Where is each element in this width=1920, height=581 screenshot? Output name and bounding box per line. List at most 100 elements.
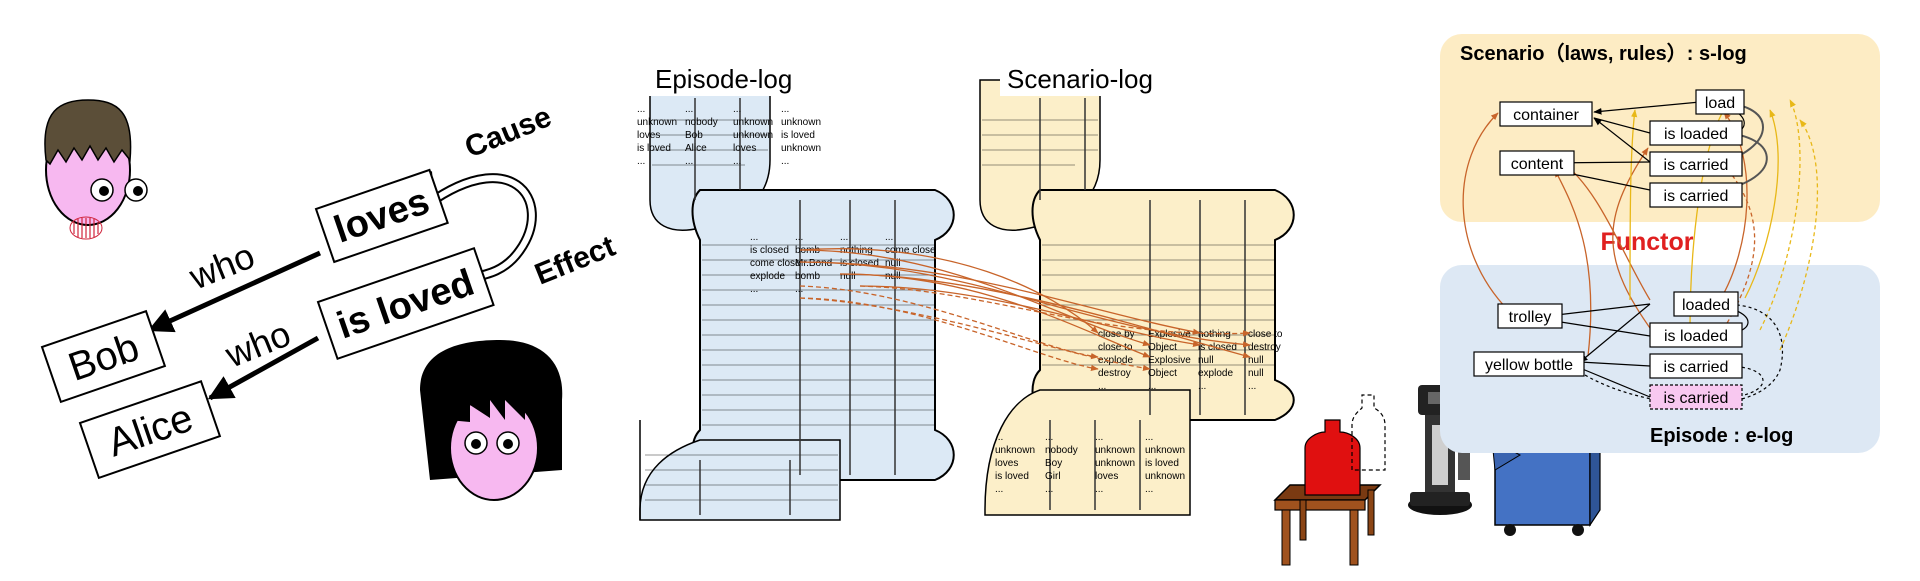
bob-box: Bob bbox=[40, 309, 167, 404]
table-cell: loves bbox=[1095, 471, 1118, 482]
table-cell: bomb bbox=[795, 271, 820, 282]
s-node-is-loaded: is loaded bbox=[1649, 120, 1743, 146]
table-cell: ... bbox=[995, 432, 1003, 443]
table-cell: nobody bbox=[1045, 445, 1078, 456]
svg-text:is loaded: is loaded bbox=[1664, 126, 1728, 143]
who-label-bottom: who bbox=[219, 313, 297, 376]
svg-text:is carried: is carried bbox=[1664, 157, 1729, 174]
table-cell: ... bbox=[1248, 381, 1256, 392]
scenario-log-bottom-table: ............ unknown nobody unknown unknown l… bbox=[995, 432, 1185, 495]
female-face-icon bbox=[420, 340, 563, 501]
svg-text:is carried: is carried bbox=[1664, 390, 1729, 407]
table-cell: ... bbox=[1148, 381, 1156, 392]
table-cell: ... bbox=[733, 156, 741, 167]
table-cell: loves bbox=[733, 143, 756, 154]
episode-log-title-bg bbox=[640, 60, 815, 96]
male-face-icon bbox=[44, 99, 148, 240]
table-cell: unknown bbox=[1095, 445, 1135, 456]
table-cell: unknown bbox=[995, 445, 1035, 456]
table-cell: explode bbox=[1098, 355, 1133, 366]
svg-text:load: load bbox=[1705, 95, 1735, 112]
log-mapping-arrows bbox=[799, 248, 1251, 372]
table-cell: ... bbox=[840, 232, 848, 243]
table-cell: explode bbox=[1198, 368, 1233, 379]
episode-panel-title: Episode : e-log bbox=[1650, 425, 1793, 447]
svg-text:content: content bbox=[1511, 156, 1564, 173]
table-cell: unknown bbox=[1095, 458, 1135, 469]
table-cell: unknown bbox=[733, 130, 773, 141]
s-node-is-carried-2: is carried bbox=[1649, 182, 1743, 208]
table-cell: null bbox=[885, 258, 901, 269]
table-cell: ... bbox=[637, 104, 645, 115]
svg-text:container: container bbox=[1513, 107, 1579, 124]
is-loved-box: is loved bbox=[316, 247, 495, 361]
e-node-trolley: trolley bbox=[1497, 303, 1563, 329]
svg-text:trolley: trolley bbox=[1509, 309, 1552, 326]
svg-text:yellow bottle: yellow bottle bbox=[1485, 357, 1573, 374]
table-cell: ... bbox=[1095, 432, 1103, 443]
cause-label: Cause bbox=[460, 100, 556, 164]
table-cell: Girl bbox=[1045, 471, 1061, 482]
e-node-loaded: loaded bbox=[1673, 291, 1739, 317]
table-cell: ... bbox=[685, 156, 693, 167]
table-cell: close to bbox=[1098, 342, 1133, 353]
e-node-is-carried-2: is carried bbox=[1649, 384, 1743, 410]
table-cell: ... bbox=[781, 104, 789, 115]
table-cell: ... bbox=[1045, 484, 1053, 495]
table-cell: ... bbox=[685, 104, 693, 115]
effect-label: Effect bbox=[530, 230, 620, 292]
scenario-panel-title: Scenario（laws, rules）: s-log bbox=[1460, 42, 1747, 65]
table-cell: ... bbox=[750, 232, 758, 243]
table-cell: is closed bbox=[840, 258, 879, 269]
table-cell: nothing bbox=[1198, 329, 1231, 340]
svg-text:is carried: is carried bbox=[1664, 359, 1729, 376]
scenario-log-title: Scenario-log bbox=[1007, 64, 1153, 94]
table-cell: Explosive bbox=[1148, 355, 1191, 366]
table-cell: unknown bbox=[733, 117, 773, 128]
table-cell: is loved bbox=[637, 143, 671, 154]
table-cell: ... bbox=[795, 284, 803, 295]
table-cell: null bbox=[1248, 368, 1264, 379]
table-cell: Bob bbox=[685, 130, 703, 141]
table-cell: Object bbox=[1148, 368, 1177, 379]
e-node-is-loaded: is loaded bbox=[1649, 322, 1743, 348]
table-cell: close to bbox=[1248, 329, 1283, 340]
table-cell: ... bbox=[637, 156, 645, 167]
s-node-is-carried-1: is carried bbox=[1649, 151, 1743, 177]
table-cell: loves bbox=[637, 130, 660, 141]
table-cell: destroy bbox=[1098, 368, 1131, 379]
table-cell: nothing bbox=[840, 245, 873, 256]
svg-text:is carried: is carried bbox=[1664, 188, 1729, 205]
table-cell: ... bbox=[1045, 432, 1053, 443]
table-cell: unknown bbox=[637, 117, 677, 128]
table-cell: explode bbox=[750, 271, 785, 282]
scenario-log-title-bg bbox=[1000, 60, 1178, 96]
e-node-is-carried-1: is carried bbox=[1649, 353, 1743, 379]
table-cell: Mr.Bond bbox=[795, 258, 832, 269]
table-cell: is closed bbox=[750, 245, 789, 256]
table-cell: null bbox=[840, 271, 856, 282]
alice-box: Alice bbox=[78, 380, 222, 480]
table-cell: loves bbox=[995, 458, 1018, 469]
right-panel: Scenario（laws, rules）: s-log Functor Epi… bbox=[1440, 34, 1880, 453]
table-cell: ... bbox=[1098, 381, 1106, 392]
who-arrow-top bbox=[147, 250, 322, 333]
table-cell: is loved bbox=[781, 130, 815, 141]
table-cell: ... bbox=[795, 232, 803, 243]
table-cell: unknown bbox=[1145, 445, 1185, 456]
functor-label: Functor bbox=[1600, 228, 1693, 256]
who-label-top: who bbox=[183, 235, 261, 298]
table-cell: ... bbox=[1145, 432, 1153, 443]
episode-log-title: Episode-log bbox=[655, 64, 792, 94]
table-cell: null bbox=[1248, 355, 1264, 366]
table-with-bottle-icon bbox=[1273, 419, 1382, 566]
table-cell: ... bbox=[1145, 484, 1153, 495]
table-cell: Boy bbox=[1045, 458, 1062, 469]
table-cell: ... bbox=[1095, 484, 1103, 495]
table-cell: ... bbox=[750, 284, 758, 295]
svg-text:loaded: loaded bbox=[1682, 297, 1730, 314]
